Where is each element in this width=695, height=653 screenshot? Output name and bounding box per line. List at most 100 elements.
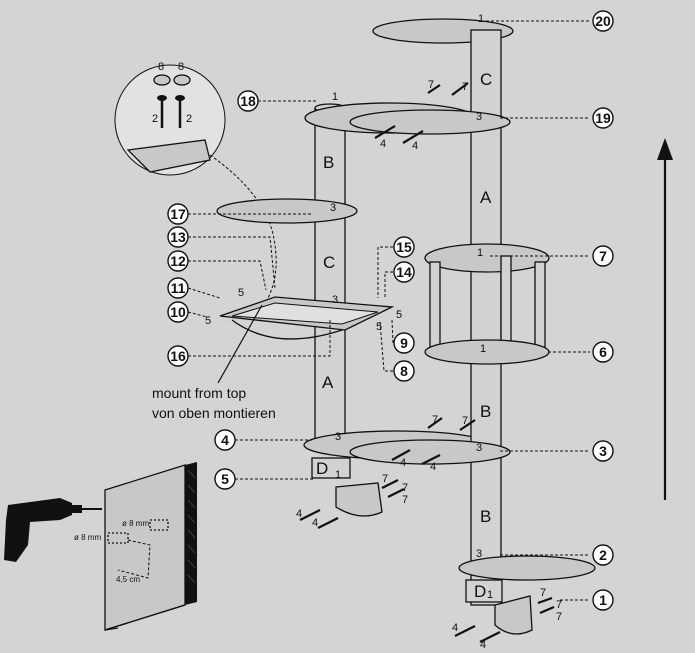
part-number: 7 [402,482,408,494]
part-numbers: 1 3 3 3 1 1 3 1 1 3 3 1 7 7 4 4 7 7 4 4 … [205,13,562,651]
callout-11: 11 [167,277,189,299]
wall-spacing-label: 4,5 cm [116,575,140,584]
screw-set [299,82,555,643]
part-number: 1 [335,469,341,481]
part-number: 2 [186,113,192,125]
part-number: 3 [335,431,341,443]
direction-arrow [657,138,673,500]
drill-icon [4,498,102,562]
part-number: 1 [480,343,486,355]
part-number: 1 [332,91,338,103]
wall-panel: ø 8 mm ø 8 mm 4,5 cm [74,462,197,631]
callout-1: 1 [592,589,614,611]
callout-number: 3 [599,443,607,459]
part-number: 3 [476,548,482,560]
part-number: 7 [462,81,468,93]
part-number: 8 [178,61,184,73]
callout-number: 8 [400,363,408,379]
part-number: 3 [476,111,482,123]
post-letter: B [323,153,334,172]
part-number: 7 [540,587,546,599]
part-number: 5 [205,315,211,327]
part-number: 7 [428,79,434,91]
part-number: 4 [312,517,318,529]
part-number: 1 [487,589,493,601]
wall-hole-label-2: ø 8 mm [74,533,101,542]
part-number: 1 [477,247,483,259]
part-number: 7 [432,414,438,426]
left-tower [216,102,491,517]
part-number: 4 [412,140,418,152]
callout-6: 6 [592,341,614,363]
callout-number: 9 [400,335,408,351]
part-number: 4 [296,508,302,520]
part-number: 3 [476,442,482,454]
part-number: 4 [430,461,436,473]
callout-number: 18 [240,93,256,109]
callout-number: 7 [599,248,607,264]
callout-number: 5 [221,471,229,487]
callout-number: 13 [170,229,186,245]
callout-number: 1 [599,592,607,608]
part-number: 5 [376,321,382,333]
callout-8: 8 [393,360,415,382]
callout-17: 17 [167,203,189,225]
part-number: 4 [452,622,458,634]
callout-number: 17 [170,206,186,222]
part-number: 5 [396,309,402,321]
part-number: 3 [332,294,338,306]
callout-number: 2 [599,547,607,563]
part-number: 1 [478,13,484,25]
part-number: 8 [158,61,164,73]
part-number: 7 [402,494,408,506]
callout-number: 11 [171,280,186,296]
callout-7: 7 [592,245,614,267]
callout-15: 15 [393,236,415,258]
callout-3: 3 [592,440,614,462]
callout-number: 16 [170,348,186,364]
callout-9: 9 [393,332,415,354]
callout-18: 18 [237,90,259,112]
post-letter: B [480,402,491,421]
callout-20: 20 [592,10,614,32]
callout-12: 12 [167,250,189,272]
callout-number: 15 [396,239,412,255]
detail-circle: 8 8 2 2 [114,61,277,299]
part-number: 4 [400,457,406,469]
callout-number: 10 [170,304,186,320]
callout-number: 20 [595,13,611,29]
mount-note-en: mount from top [152,385,246,401]
callout-number: 14 [396,264,412,280]
post-letter: D [316,459,328,478]
leader-lines [187,20,590,601]
post-letter: B [480,507,491,526]
callout-19: 19 [592,107,614,129]
callout-4: 4 [214,429,236,451]
part-number: 2 [152,113,158,125]
right-tower [349,18,596,635]
callout-16: 16 [167,345,189,367]
part-number: 3 [330,202,336,214]
callout-14: 14 [393,261,415,283]
callout-number: 4 [221,432,229,448]
callout-number: 12 [170,253,186,269]
mount-note-de: von oben montieren [152,405,276,421]
callout-5: 5 [214,468,236,490]
post-letter: A [480,188,492,207]
callout-2: 2 [592,544,614,566]
callout-number: 6 [599,344,607,360]
part-number: 7 [556,611,562,623]
callout-13: 13 [167,226,189,248]
post-letter: D [474,582,486,601]
part-number: 4 [380,138,386,150]
part-number: 5 [238,287,244,299]
part-number: 7 [382,473,388,485]
post-letter: A [322,373,334,392]
part-number: 4 [480,639,486,651]
part-number: 7 [462,415,468,427]
callout-number: 19 [595,110,611,126]
wall-hole-label-1: ø 8 mm [122,519,149,528]
callout-10: 10 [167,301,189,323]
part-number: 7 [556,599,562,611]
